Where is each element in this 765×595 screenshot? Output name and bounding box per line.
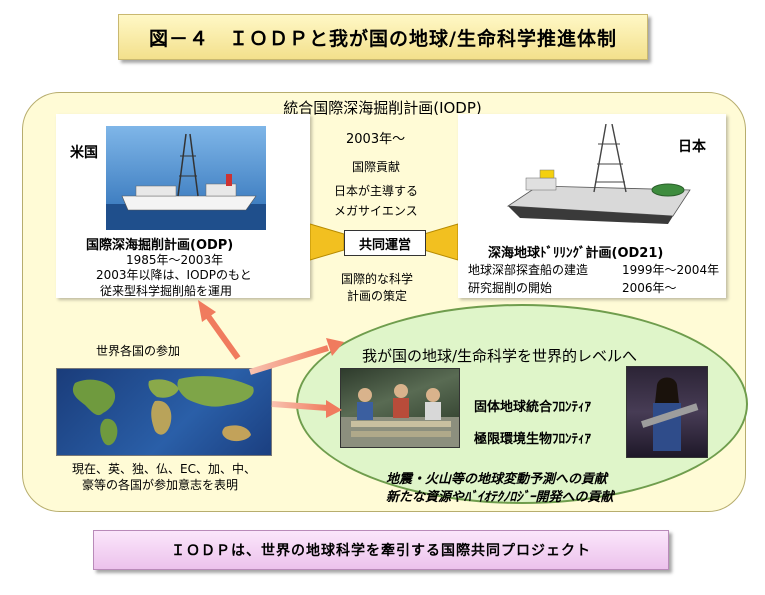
center-line-3: メガサイエンス <box>334 204 418 218</box>
contribution-2: 新たな資源やﾊﾞｲｵﾃｸﾉﾛｼﾞｰ開発への貢献 <box>386 490 614 505</box>
frontier-1: 固体地球統合ﾌﾛﾝﾃｨｱ <box>474 400 592 415</box>
lab-photo <box>340 368 460 448</box>
arrow-to-japan-panel <box>249 338 344 375</box>
world-caption-1: 現在、英、独、仏、EC、加、中、 <box>72 462 256 476</box>
world-map-image <box>56 368 272 456</box>
arrow-to-domestic <box>271 400 342 418</box>
od21-row-2-period: 2006年～ <box>622 281 677 295</box>
center-line-1: 国際貢献 <box>352 160 401 174</box>
contribution-1: 地震・火山等の地球変動予測への貢献 <box>386 472 608 487</box>
center-line-2: 日本が主導する <box>334 184 419 198</box>
center-line-4: 国際的な科学 <box>341 272 414 286</box>
od21-row-1-period: 1999年～2004年 <box>622 263 720 277</box>
od21-row-2-label: 研究掘削の開始 <box>468 281 553 295</box>
domestic-heading: 我が国の地球/生命科学を世界的レベルへ <box>362 347 638 365</box>
frontier-2: 極限環境生物ﾌﾛﾝﾃｨｱ <box>474 432 592 447</box>
odp-drillship-image <box>106 126 266 230</box>
od21-program-name: 深海地球ﾄﾞﾘﾘﾝｸﾞ計画(OD21) <box>488 246 664 261</box>
odp-period: 1985年～2003年 <box>126 253 224 267</box>
iodp-label: 統合国際深海掘削計画(IODP) <box>283 99 482 117</box>
japan-panel: 日本 深海地球ﾄﾞﾘﾘﾝｸﾞ計画(OD21) 地球深部探査船の建造 1999年～… <box>458 114 726 298</box>
odp-program-name: 国際深海掘削計画(ODP) <box>86 238 234 253</box>
world-caption-2: 豪等の各国が参加意志を表明 <box>82 478 239 492</box>
japan-country-label: 日本 <box>678 139 706 155</box>
center-year: 2003年～ <box>346 132 406 147</box>
researcher-photo <box>626 366 708 458</box>
footer-banner: ＩＯＤＰは、世界の地球科学を牽引する国際共同プロジェクト <box>93 530 669 570</box>
od21-row-1-label: 地球深部探査船の建造 <box>468 263 589 277</box>
center-line-5: 計画の策定 <box>347 289 408 303</box>
center-panel: 2003年～ 国際貢献 日本が主導する メガサイエンス <box>318 122 450 272</box>
page-title: 図－４ ＩＯＤＰと我が国の地球/生命科学推進体制 <box>118 14 648 60</box>
chikyu-drillship-image <box>506 124 691 224</box>
arrow-to-us-panel <box>198 300 241 360</box>
joint-operation-box: 共同運営 <box>344 230 426 256</box>
world-participation-label: 世界各国の参加 <box>96 344 181 358</box>
us-panel: 米国 国際深海掘削計画(ODP) 1985年～2003年 2003年以降は、IO… <box>56 114 310 298</box>
odp-note-1: 2003年以降は、IODPのもと <box>96 268 252 282</box>
odp-note-2: 従来型科学掘削船を運用 <box>100 284 233 298</box>
us-country-label: 米国 <box>70 145 98 161</box>
